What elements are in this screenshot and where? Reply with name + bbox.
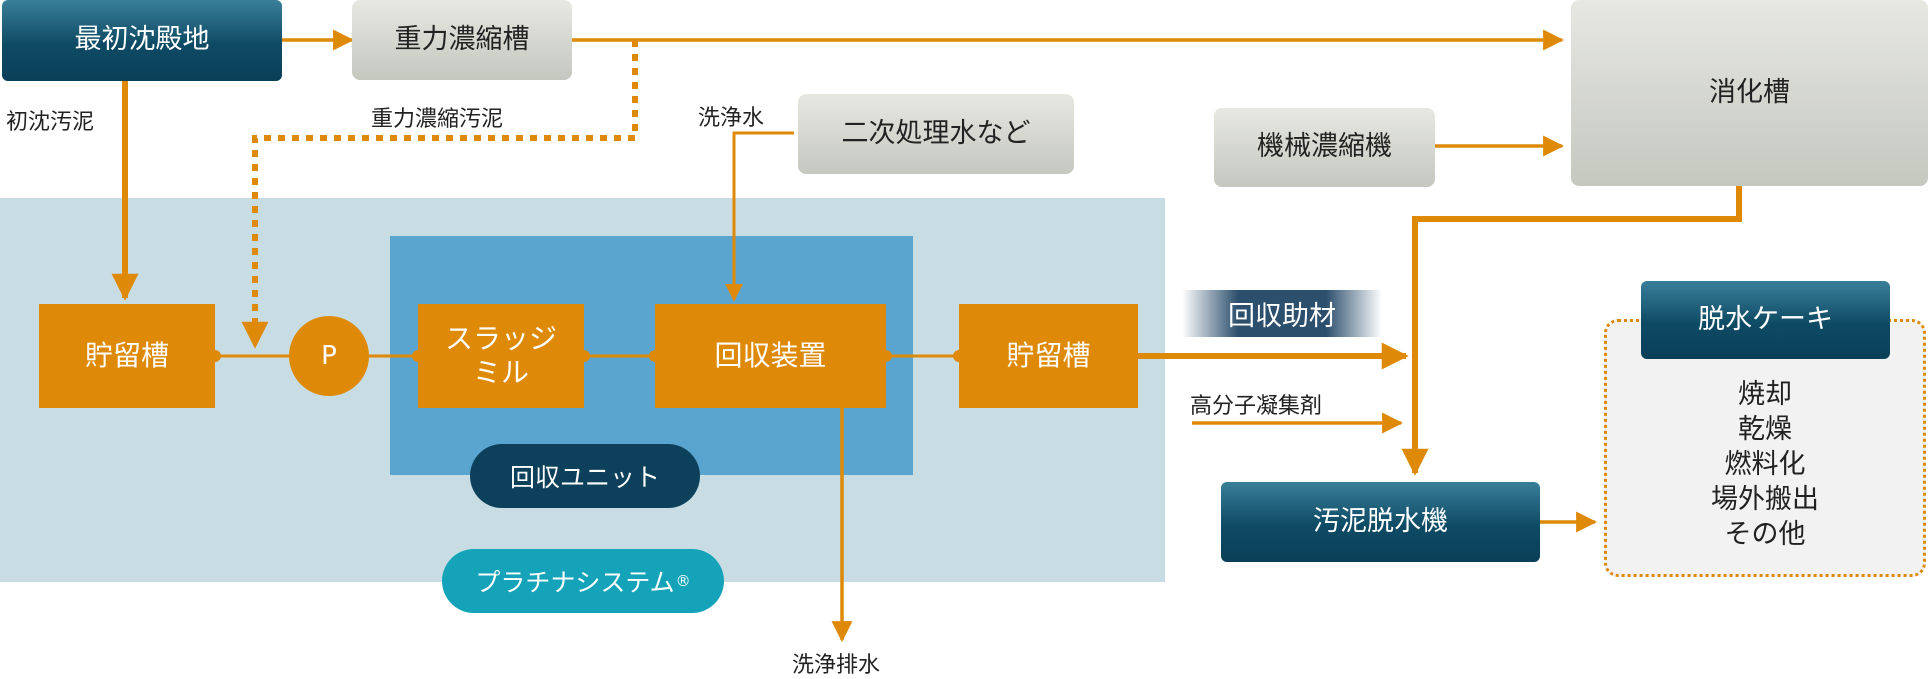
outlet-item: その他	[1724, 519, 1806, 550]
primary-sludge-label: 初沈汚泥	[6, 110, 95, 135]
recovery-unit-label: 回収ユニット	[470, 444, 700, 508]
outlet-list: 焼却 乾燥 燃料化 場外搬出 その他	[1604, 377, 1926, 552]
mechanical-thickener[interactable]: 機械濃縮機	[1214, 108, 1435, 187]
outlet-item: 燃料化	[1724, 449, 1806, 480]
connector-dot	[578, 350, 590, 362]
sludge-mill-label-1: スラッジ	[444, 322, 557, 356]
registered-mark: ®	[675, 572, 691, 590]
connector-dot	[412, 350, 424, 362]
pump[interactable]: P	[289, 316, 369, 396]
digester-tank[interactable]: 消化槽	[1571, 0, 1928, 186]
connector-dot	[880, 350, 892, 362]
platina-system-text: プラチナシステム	[475, 568, 675, 597]
connector-dot	[649, 350, 661, 362]
secondary-treated-water[interactable]: 二次処理水など	[798, 94, 1074, 174]
dewatered-cake[interactable]: 脱水ケーキ	[1641, 281, 1890, 359]
outlet-item: 乾燥	[1738, 414, 1792, 445]
wash-water-label: 洗浄水	[698, 106, 765, 131]
wash-drain-label: 洗浄排水	[792, 653, 881, 678]
connector-dot	[953, 350, 965, 362]
gravity-sludge-label: 重力濃縮汚泥	[371, 107, 504, 132]
sludge-mill[interactable]: スラッジ ミル	[418, 304, 584, 408]
recovery-aid-banner: 回収助材	[1182, 290, 1382, 337]
storage-tank-right[interactable]: 貯留槽	[959, 304, 1138, 408]
storage-tank-left[interactable]: 貯留槽	[39, 304, 215, 408]
sludge-dewatering-machine[interactable]: 汚泥脱水機	[1221, 482, 1540, 562]
outlet-item: 焼却	[1738, 379, 1792, 410]
platina-system-label: プラチナシステム®	[442, 549, 724, 613]
primary-settling-tank[interactable]: 最初沈殿地	[2, 0, 282, 81]
polymer-flocculant-label: 高分子凝集剤	[1190, 394, 1323, 419]
recovery-device[interactable]: 回収装置	[655, 304, 886, 408]
sludge-mill-label-2: ミル	[472, 356, 529, 389]
connector-dot	[209, 350, 221, 362]
outlet-item: 場外搬出	[1711, 484, 1819, 515]
gravity-thickener[interactable]: 重力濃縮槽	[352, 0, 572, 80]
